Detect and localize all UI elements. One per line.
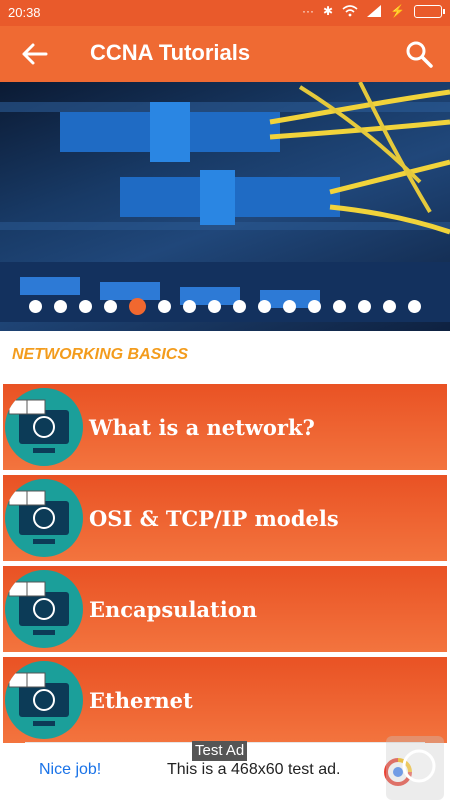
floating-overlay[interactable] — [386, 736, 444, 800]
computer-book-icon — [5, 570, 83, 648]
carousel-dot[interactable] — [79, 300, 92, 313]
carousel-dot[interactable] — [408, 300, 421, 313]
app-bar: CCNA Tutorials — [0, 26, 450, 82]
charging-icon: ⚡ — [390, 4, 405, 18]
computer-book-icon — [5, 661, 83, 739]
section-title: NETWORKING BASICS — [12, 346, 188, 363]
computer-book-icon — [5, 388, 83, 466]
back-arrow-icon[interactable] — [18, 39, 52, 69]
topic-label: OSI & TCP/IP models — [89, 505, 339, 531]
carousel-dot[interactable] — [233, 300, 246, 313]
topic-item[interactable]: What is a network? — [3, 384, 447, 470]
ad-headline[interactable]: Nice job! — [39, 761, 102, 778]
carousel-dot[interactable] — [383, 300, 396, 313]
topic-label: What is a network? — [89, 414, 315, 440]
topic-label: Encapsulation — [89, 596, 257, 622]
carousel-dot-active[interactable] — [129, 298, 146, 315]
ad-text[interactable]: This is a 468x60 test ad. — [167, 761, 341, 778]
signal-icon — [367, 5, 382, 17]
carousel-dot[interactable] — [29, 300, 42, 313]
computer-book-icon — [5, 479, 83, 557]
wifi-icon — [342, 5, 358, 17]
topic-item[interactable]: OSI & TCP/IP models — [3, 475, 447, 561]
carousel-dot[interactable] — [104, 300, 117, 313]
topic-item[interactable]: Encapsulation — [3, 566, 447, 652]
network-switch-image — [0, 82, 450, 322]
carousel-dot[interactable] — [183, 300, 196, 313]
test-ad-badge: Test Ad — [192, 741, 248, 761]
carousel-dot[interactable] — [333, 300, 346, 313]
battery-icon — [414, 4, 445, 18]
search-icon[interactable] — [404, 39, 434, 69]
topic-label: Ethernet — [89, 687, 193, 713]
carousel-dot[interactable] — [208, 300, 221, 313]
more-icon: ··· — [301, 4, 314, 18]
carousel-indicators — [0, 298, 450, 315]
carousel-dot[interactable] — [54, 300, 67, 313]
carousel-dot[interactable] — [308, 300, 321, 313]
bluetooth-icon: ✱ — [322, 4, 334, 18]
ad-logo-icon[interactable] — [383, 757, 413, 787]
status-bar: 20:38 ··· ✱ ⚡ — [0, 0, 450, 26]
carousel-dot[interactable] — [283, 300, 296, 313]
carousel-dot[interactable] — [158, 300, 171, 313]
banner-carousel[interactable] — [0, 82, 450, 331]
carousel-dot[interactable] — [358, 300, 371, 313]
topic-item[interactable]: Ethernet — [3, 657, 447, 743]
status-time: 20:38 — [8, 5, 41, 20]
carousel-dot[interactable] — [258, 300, 271, 313]
page-title: CCNA Tutorials — [90, 40, 251, 65]
status-icons: ··· ✱ ⚡ — [301, 4, 445, 18]
